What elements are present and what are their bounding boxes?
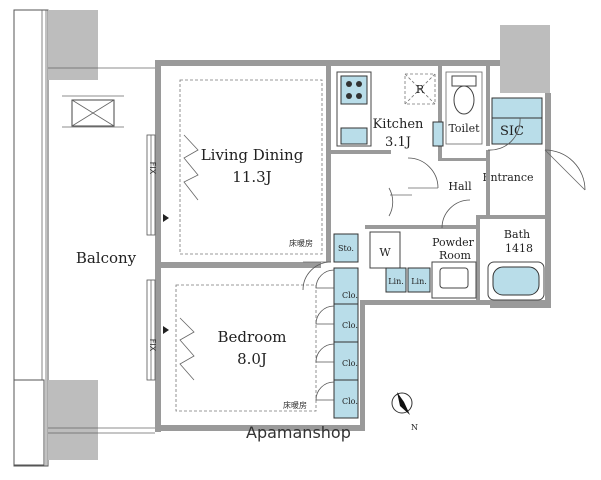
closet-1 [333,267,359,305]
hall-entrance-area: Hall Entrance [388,117,586,229]
living-dining-room: Living Dining 11.3J FIX [146,79,323,255]
bath-room: Bath 1418 [487,228,545,301]
sink-icon [340,127,368,145]
linen-label-2: Lin. [411,277,427,286]
linen-1 [385,267,407,293]
bath-label: Bath [504,228,530,241]
kitchen-room: R Kitchen 3.1J [336,71,436,150]
closet-label-2: Clo. [342,321,358,330]
storage-column: 床暖房 Sto. Clo. Clo. Clo. Clo. [289,233,359,419]
hall-label: Hall [448,180,472,193]
closet-label-4: Clo. [342,397,358,406]
bedroom-size: 8.0J [237,350,267,368]
north-compass-icon: N [391,392,418,432]
powder-room: W Lin. Lin. Powder Room [369,231,477,299]
toilet-room: Toilet [432,71,483,147]
fix-label-1: FIX [148,162,157,175]
linen-2 [407,267,431,293]
fix-label-2: FIX [148,339,157,352]
toilet-label: Toilet [448,122,480,135]
sto-storage [333,233,359,263]
closet-4 [333,379,359,419]
kitchen-label: Kitchen [373,117,424,132]
watermark-logo: Apamanshop [246,423,351,442]
living-dining-size: 11.3J [232,168,271,186]
stove-icon [340,75,368,105]
sto-label: Sto. [338,244,354,253]
balcony-label: Balcony [76,249,137,267]
balcony-partition-top [48,10,98,80]
balcony-area [13,9,155,467]
north-label: N [411,423,418,432]
refrigerator-label: R [416,83,425,96]
closet-label-1: Clo. [342,291,358,300]
washer-space [369,231,401,269]
entrance-label: Entrance [482,171,533,184]
sic-label: SIC [500,124,524,139]
refrigerator-space [404,73,436,105]
bedroom-room: Bedroom 8.0J FIX 床暖房 [146,279,317,412]
bathtub-icon [492,266,540,296]
closet-label-3: Clo. [342,359,358,368]
balcony-partition-bottom [48,380,98,460]
closet-3 [333,341,359,381]
floor-heating-label-2: 床暖房 [283,400,307,410]
walls [155,25,551,432]
sic-room: SIC [491,97,543,145]
linen-label-1: Lin. [388,277,404,286]
living-dining-label: Living Dining [201,146,304,164]
toilet-icon [453,85,475,115]
floor-heating-label-1: 床暖房 [289,238,313,248]
bath-size: 1418 [505,242,533,255]
washbasin-icon [439,267,469,289]
powder-room-label-1: Powder [432,236,475,249]
kitchen-size: 3.1J [385,135,411,150]
bedroom-label: Bedroom [218,328,287,346]
washer-label: W [379,246,391,259]
powder-room-label-2: Room [439,249,472,262]
